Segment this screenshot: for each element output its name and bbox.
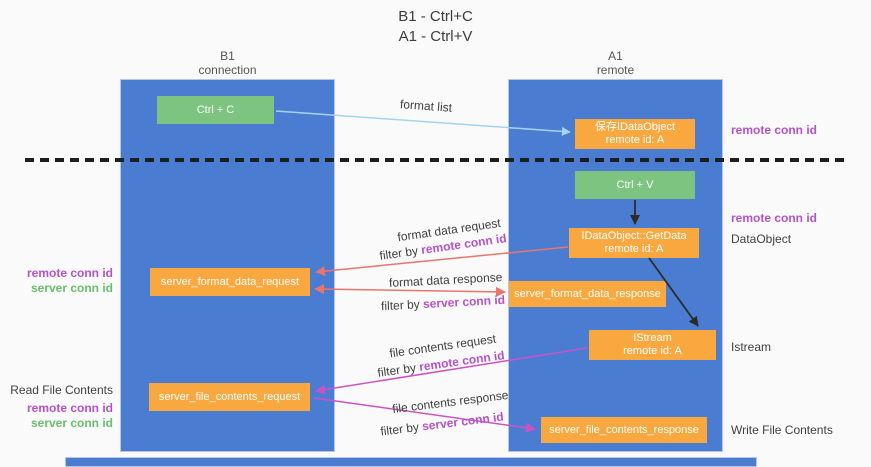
filter-server-conn-id-2: server conn id	[421, 409, 505, 434]
ctrl-v-box: Ctrl + V	[575, 171, 695, 199]
right-remote-conn-id-2: remote conn id	[731, 211, 818, 225]
left-server-conn-id-2: server conn id	[30, 416, 113, 430]
istream-line1: IStream	[633, 332, 672, 344]
server-format-data-response-box: server_format_data_response	[509, 281, 666, 307]
server-file-contents-request-box: server_file_contents_request	[149, 383, 310, 411]
bottom-lane-strip	[65, 457, 757, 467]
istream-side-label: Istream	[731, 340, 772, 354]
lifeline-b1-name: B1	[220, 49, 235, 63]
lifeline-a1-role: remote	[596, 63, 635, 77]
title-line-1: B1 - Ctrl+C	[398, 8, 473, 25]
server-file-contents-response-label: server_file_contents_response	[549, 423, 699, 436]
server-format-data-request-label: server_format_data_request	[160, 275, 300, 288]
save-idataobject-line2: remote id: A	[605, 134, 665, 146]
server-format-data-response-label: server_format_data_response	[514, 287, 661, 300]
istream-box: IStream remote id: A	[589, 330, 716, 360]
lifeline-header-b1: B1 connection	[120, 49, 335, 77]
ctrl-v-label: Ctrl + V	[616, 178, 654, 191]
save-idataobject-line1: 保存IDataObject	[594, 121, 676, 133]
write-file-contents-label: Write File Contents	[731, 423, 833, 437]
read-file-contents-label: Read File Contents	[10, 383, 113, 397]
server-format-data-request-box: server_format_data_request	[150, 268, 310, 296]
server-file-contents-response-box: server_file_contents_response	[541, 417, 707, 443]
idataobject-getdata-box: IDataObject::GetData remote id: A	[569, 228, 699, 258]
format-list-arrow-label: format list	[399, 97, 453, 115]
getdata-line1: IDataObject::GetData	[581, 230, 687, 242]
right-remote-conn-id-1: remote conn id	[731, 123, 818, 137]
server-file-contents-request-label: server_file_contents_request	[158, 390, 301, 403]
left-server-conn-id-1: server conn id	[30, 281, 113, 295]
ctrl-c-box: Ctrl + C	[157, 96, 274, 124]
getdata-line2: remote id: A	[604, 243, 664, 255]
format-data-response-arrow	[314, 284, 506, 297]
lifeline-b1-role: connection	[198, 63, 257, 77]
diagram-title: B1 - Ctrl+C A1 - Ctrl+V	[0, 7, 871, 47]
title-line-2: A1 - Ctrl+V	[398, 28, 473, 45]
istream-line2: remote id: A	[623, 345, 682, 357]
filter-by-text-2: filter by	[380, 297, 424, 314]
save-idataobject-box: 保存IDataObject remote id: A	[575, 119, 695, 149]
filter-by-text-1: filter by	[378, 243, 423, 263]
dataobject-label: DataObject	[731, 232, 792, 246]
left-remote-conn-id-1: remote conn id	[26, 266, 113, 280]
lifeline-a1-name: A1	[608, 49, 623, 63]
left-remote-conn-id-2: remote conn id	[26, 401, 113, 415]
lifeline-header-a1: A1 remote	[508, 49, 723, 77]
ctrl-c-label: Ctrl + C	[196, 103, 235, 116]
dashed-divider	[25, 158, 847, 162]
filter-by-text-4: filter by	[379, 419, 424, 439]
filter-by-text-3: filter by	[376, 360, 421, 380]
format-data-response-arrow-label: format data response	[388, 270, 503, 290]
filter-server-conn-id-1: server conn id	[422, 292, 506, 312]
format-data-response-filter-label: filter by server conn id	[381, 293, 506, 313]
